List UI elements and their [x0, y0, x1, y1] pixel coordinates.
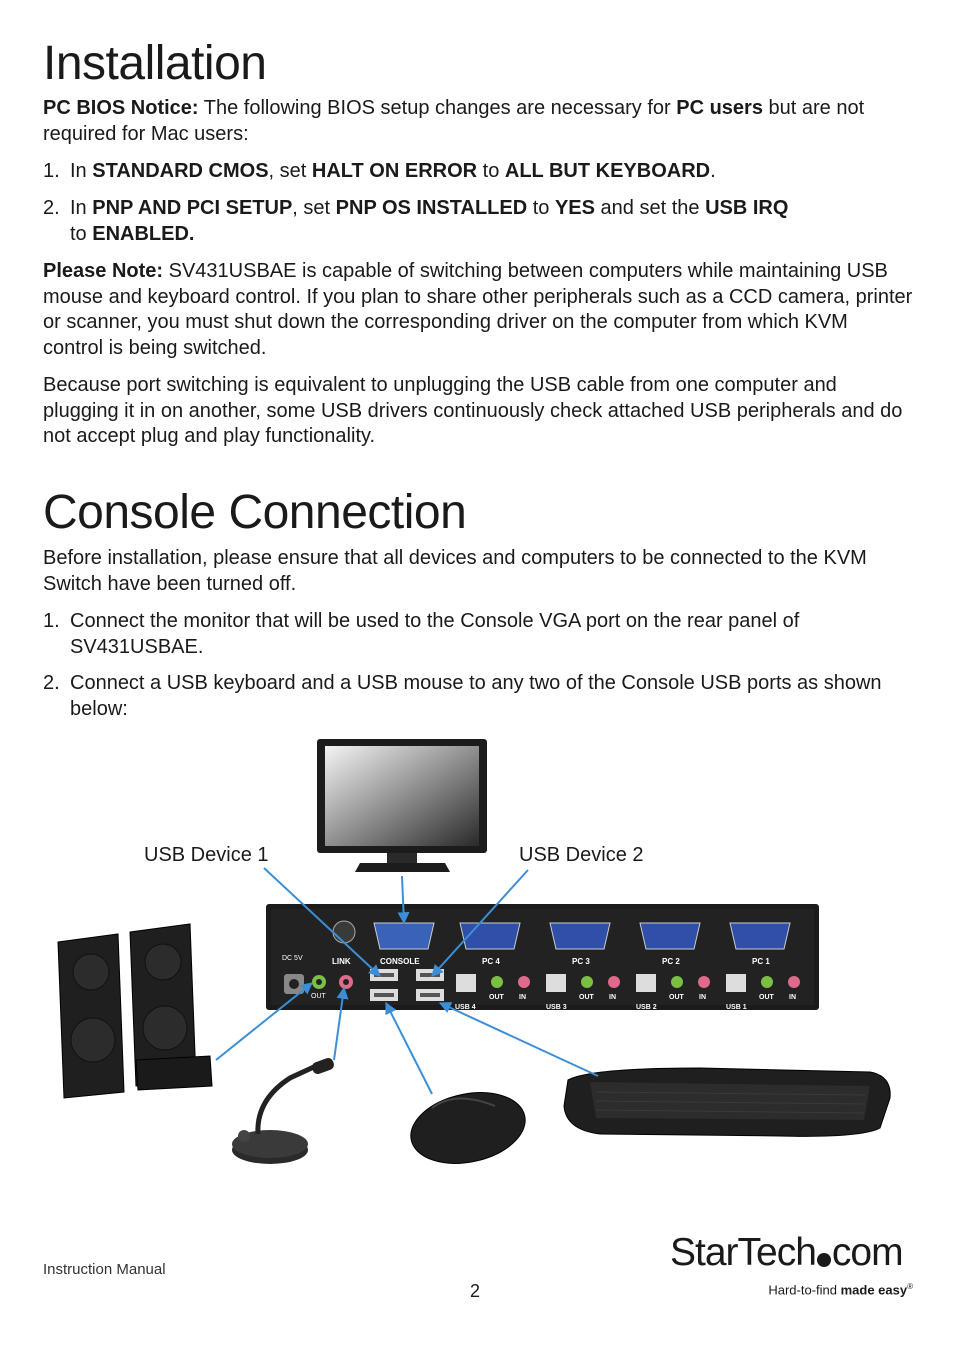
- installation-heading: Installation: [43, 37, 267, 90]
- please-note-label: Please Note:: [43, 260, 164, 282]
- svg-text:USB 3: USB 3: [546, 1004, 567, 1011]
- svg-text:OUT: OUT: [669, 994, 685, 1001]
- svg-text:PC 3: PC 3: [572, 957, 590, 966]
- svg-text:OUT: OUT: [759, 994, 775, 1001]
- bios-notice-text1: The following BIOS setup changes are nec…: [198, 97, 677, 119]
- bios-notice: PC BIOS Notice: The following BIOS setup…: [43, 96, 913, 147]
- bios-step-1-number: 1.: [43, 160, 60, 182]
- bios-notice-text2: but are not required for Mac users:: [43, 97, 865, 145]
- page-number: 2: [470, 1281, 481, 1301]
- connection-diagram: USB Device 1 USB Device 2: [0, 720, 954, 1220]
- monitor-icon: [317, 739, 487, 872]
- logo-dot-icon: [816, 1253, 831, 1267]
- svg-text:IN: IN: [519, 994, 526, 1001]
- svg-text:USB 4: USB 4: [455, 1004, 476, 1011]
- svg-text:IN: IN: [699, 994, 706, 1001]
- footer-manual-label: Instruction Manual: [43, 1261, 166, 1278]
- console-label: CONSOLE: [380, 957, 420, 966]
- svg-text:IN: IN: [609, 994, 616, 1001]
- kvm-switch-rear-panel: DC 5V LINK OUT CONSOLE: [266, 904, 819, 1011]
- dc-label: DC 5V: [282, 955, 303, 962]
- svg-text:OUT: OUT: [311, 993, 327, 1000]
- bios-notice-label: PC BIOS Notice:: [43, 97, 199, 119]
- svg-text:PC 2: PC 2: [662, 957, 680, 966]
- diagram-illustration: DC 5V LINK OUT CONSOLE: [57, 739, 891, 1164]
- svg-text:PC 4: PC 4: [482, 957, 500, 966]
- please-note: Please Note: SV431USBAE is capable of sw…: [43, 259, 913, 361]
- bios-step-2-number: 2.: [43, 197, 60, 219]
- please-note-text: SV431USBAE is capable of switching betwe…: [43, 260, 913, 359]
- svg-text:PC 1: PC 1: [752, 957, 770, 966]
- console-intro: Before installation, please ensure that …: [43, 547, 867, 595]
- console-step-2-text: Connect a USB keyboard and a USB mouse t…: [70, 672, 882, 720]
- logo-tagline: Hard-to-find made easy®: [768, 1282, 913, 1298]
- bios-step-2-text: In PNP AND PCI SETUP, set PNP OS INSTALL…: [70, 197, 789, 245]
- speakers-icon: [57, 923, 213, 1099]
- microphone-icon: [232, 1058, 334, 1164]
- svg-text:OUT: OUT: [579, 994, 595, 1001]
- bios-notice-pc-users: PC users: [676, 97, 763, 119]
- connection-arrows: [215, 867, 599, 1095]
- console-step-1-number: 1.: [43, 610, 60, 632]
- keyboard-icon: [563, 1067, 891, 1137]
- usb-device-1-label: USB Device 1: [144, 844, 269, 866]
- svg-text:USB 1: USB 1: [726, 1004, 747, 1011]
- console-step-1-text: Connect the monitor that will be used to…: [70, 610, 800, 658]
- link-label: LINK: [332, 957, 351, 966]
- usb-device-2-label: USB Device 2: [519, 844, 644, 866]
- bios-step-1-text: In STANDARD CMOS, set HALT ON ERROR to A…: [70, 160, 716, 182]
- port-switching-paragraph: Because port switching is equivalent to …: [43, 374, 903, 447]
- svg-text:OUT: OUT: [489, 994, 505, 1001]
- mouse-icon: [410, 1092, 526, 1164]
- console-step-2-number: 2.: [43, 672, 60, 694]
- svg-text:USB 2: USB 2: [636, 1004, 657, 1011]
- svg-text:IN: IN: [789, 994, 796, 1001]
- console-connection-heading: Console Connection: [43, 486, 467, 539]
